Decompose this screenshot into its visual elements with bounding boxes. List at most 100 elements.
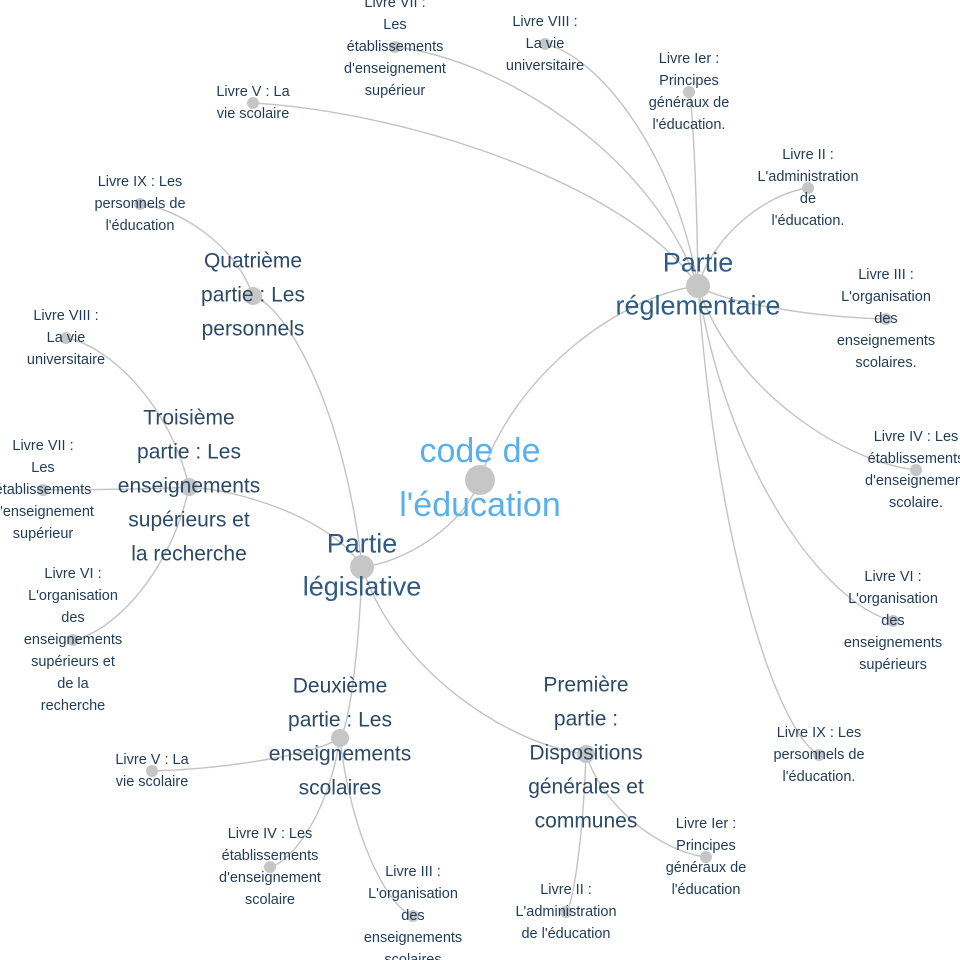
leaf-label-line: l'éducation. bbox=[783, 769, 856, 785]
section-label-line: Dispositions bbox=[529, 742, 642, 765]
leaf-label-line: l'éducation bbox=[106, 218, 175, 234]
root-label-line: code de bbox=[420, 432, 541, 470]
node-dot-leg[interactable] bbox=[350, 555, 374, 579]
node-dot-l1[interactable] bbox=[700, 851, 712, 863]
leaf-label-line: d'enseignement bbox=[865, 473, 960, 489]
node-dot-leg4[interactable] bbox=[244, 287, 262, 305]
leaf-label-line: La vie bbox=[526, 36, 565, 52]
section-label-line: Quatrième bbox=[204, 250, 302, 273]
leaf-label-line: scolaires. bbox=[855, 355, 916, 371]
leaf-label-line: Principes bbox=[676, 838, 736, 854]
leaf-label-line: établissements bbox=[868, 451, 960, 467]
leaf-label-line: Livre VI : bbox=[864, 569, 921, 585]
leaf-label-line: Livre III : bbox=[858, 267, 914, 283]
node-dot-root[interactable] bbox=[465, 465, 495, 495]
leaf-label-line: L'administration bbox=[757, 169, 858, 185]
edges-layer bbox=[42, 43, 917, 917]
node-dot-l7[interactable] bbox=[37, 484, 49, 496]
leaf-label-line: Livre VII : bbox=[364, 0, 425, 11]
leaf-label-line: L'organisation bbox=[368, 886, 458, 902]
node-dot-r4[interactable] bbox=[910, 464, 922, 476]
node-dot-r5[interactable] bbox=[247, 97, 259, 109]
leaf-label-line: vie scolaire bbox=[116, 774, 189, 790]
leaf-label-line: d'enseignement bbox=[219, 870, 321, 886]
node-dot-l8[interactable] bbox=[60, 332, 72, 344]
node-dot-r3[interactable] bbox=[880, 313, 892, 325]
node-dot-r6[interactable] bbox=[887, 615, 899, 627]
leaf-label-line: personnels de bbox=[773, 747, 864, 763]
section-label-line: partie : Les bbox=[137, 441, 241, 464]
leaf-label-line: Livre IV : Les bbox=[228, 826, 313, 842]
node-dot-l3[interactable] bbox=[407, 910, 419, 922]
node-dot-leg2[interactable] bbox=[331, 729, 349, 747]
leaf-label-line: L'organisation bbox=[848, 591, 938, 607]
leaf-label-line: Livre IX : Les bbox=[98, 174, 183, 190]
part-label-line: réglementaire bbox=[615, 291, 780, 321]
node-dot-r2[interactable] bbox=[802, 182, 814, 194]
node-dot-r9[interactable] bbox=[813, 749, 825, 761]
leaf-label-line: Livre III : bbox=[385, 864, 441, 880]
edge-leg2-l4 bbox=[269, 737, 341, 868]
node-dot-l5[interactable] bbox=[146, 765, 158, 777]
edge-reg-r5 bbox=[252, 102, 699, 287]
edge-reg-r3 bbox=[697, 285, 887, 320]
leaf-label-line: supérieurs et bbox=[31, 654, 115, 670]
nodes-layer bbox=[37, 38, 922, 922]
leaf-label-line: vie scolaire bbox=[217, 106, 290, 122]
node-dot-reg[interactable] bbox=[686, 274, 710, 298]
leaf-label-line: l'éducation. bbox=[653, 117, 726, 133]
section-label-line: Deuxième bbox=[293, 675, 388, 698]
leaf-label-l9: Livre IX : Les personnels de l'éducation bbox=[94, 174, 185, 234]
leaf-label-line: enseignements bbox=[364, 930, 462, 946]
leaf-label-line: scolaire bbox=[245, 892, 295, 908]
edge-reg-r1 bbox=[688, 91, 699, 287]
node-dot-r7[interactable] bbox=[389, 41, 401, 53]
leaf-label-line: Livre V : La bbox=[115, 752, 189, 768]
node-dot-leg3[interactable] bbox=[180, 478, 198, 496]
section-label-line: partie : Les bbox=[201, 284, 305, 307]
node-dot-r1[interactable] bbox=[683, 86, 695, 98]
leaf-label-line: des bbox=[881, 613, 904, 629]
node-dot-l2[interactable] bbox=[560, 906, 572, 918]
edge-leg1-l1 bbox=[585, 753, 707, 858]
leaf-label-line: de la bbox=[57, 676, 89, 692]
node-dot-l6[interactable] bbox=[67, 634, 79, 646]
leaf-label-line: de bbox=[800, 191, 816, 207]
edge-leg-leg1 bbox=[361, 566, 587, 755]
section-label-line: communes bbox=[535, 810, 638, 833]
leaf-label-line: établissements bbox=[347, 39, 444, 55]
edge-leg3-l6 bbox=[72, 486, 190, 641]
section-label-line: personnels bbox=[202, 318, 305, 341]
leaf-label-line: personnels de bbox=[94, 196, 185, 212]
leaf-label-line: Livre II : bbox=[540, 882, 592, 898]
leaf-label-line: établissements bbox=[222, 848, 319, 864]
section-label-line: générales et bbox=[528, 776, 644, 799]
leaf-label-line: de l'éducation bbox=[521, 926, 610, 942]
leaf-label-line: établissements bbox=[0, 482, 91, 498]
node-dot-l9[interactable] bbox=[134, 198, 146, 210]
leaf-label-line: recherche bbox=[41, 698, 105, 714]
leaf-label-line: Livre VIII : bbox=[33, 308, 98, 324]
node-dot-leg1[interactable] bbox=[577, 745, 595, 763]
node-dot-l4[interactable] bbox=[264, 861, 276, 873]
edge-reg-r2 bbox=[697, 187, 809, 287]
edge-reg-r7 bbox=[394, 46, 699, 287]
leaf-label-line: Livre IV : Les bbox=[874, 429, 959, 445]
leaf-label-line: Livre VIII : bbox=[512, 14, 577, 30]
leaf-label-line: scolaire. bbox=[889, 495, 943, 511]
node-dot-r8[interactable] bbox=[539, 38, 551, 50]
edge-leg4-l9 bbox=[139, 203, 254, 297]
part-label-line: Partie bbox=[327, 529, 398, 559]
leaf-label-line: Livre II : bbox=[782, 147, 834, 163]
